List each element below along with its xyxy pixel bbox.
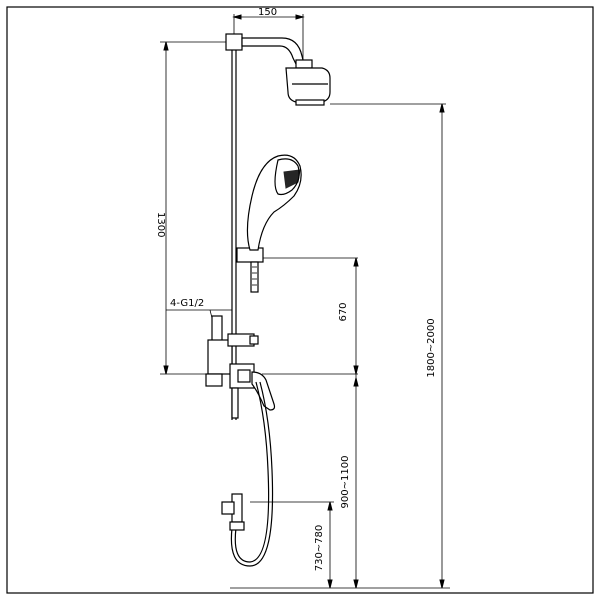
- dim-label-slide-offset: 670: [338, 302, 349, 321]
- dim-label-inlet-spec: 4-G1/2: [170, 298, 204, 309]
- dimension-slide-offset: 670: [262, 257, 359, 375]
- shower-hose-loop: [234, 381, 270, 563]
- dim-label-arm-reach: 150: [258, 7, 277, 18]
- diverter-spout: [231, 387, 239, 419]
- shower-hose-upper: [250, 261, 259, 293]
- dimension-head-height: 1300: [155, 41, 232, 375]
- dim-label-total-height: 1800~2000: [426, 318, 437, 377]
- dimension-total-height: 1800~2000: [330, 103, 446, 589]
- shower-hose-loop-inner: [230, 381, 274, 567]
- drawing-frame: [6, 6, 594, 594]
- riser-pipe: [231, 36, 237, 420]
- hand-shower: [246, 154, 302, 251]
- dim-label-valve-height: 900~1100: [340, 456, 351, 509]
- dim-label-head-height: 1300: [155, 212, 166, 237]
- bottom-elbow-outlet: [221, 493, 245, 531]
- valve-lever-handle[interactable]: [251, 371, 276, 411]
- dim-label-elbow-height: 730~780: [314, 525, 325, 572]
- top-wall-bracket: [225, 33, 243, 51]
- dimension-elbow-height: 730~780: [250, 501, 334, 589]
- overhead-shower-head: [285, 59, 331, 106]
- shower-arm: [241, 37, 305, 65]
- dimension-valve-height: 900~1100: [340, 374, 359, 589]
- mixing-valve: [205, 315, 259, 389]
